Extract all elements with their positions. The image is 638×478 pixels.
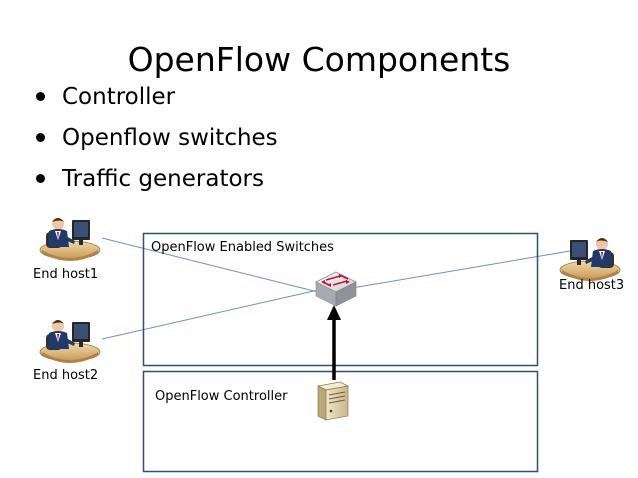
bullet-item: Controller bbox=[34, 80, 278, 121]
bullet-dot bbox=[36, 133, 45, 142]
host-label-2: End host2 bbox=[33, 368, 99, 383]
host-label-3: End host3 bbox=[559, 278, 625, 293]
bullet-item: Openflow switches bbox=[34, 121, 278, 162]
bullet-dot bbox=[36, 92, 45, 101]
bullet-item: Traffic generators bbox=[34, 162, 278, 203]
server-tower-icon bbox=[316, 381, 350, 421]
bullet-text: Openflow switches bbox=[62, 125, 278, 151]
user-at-computer-icon bbox=[39, 217, 101, 262]
bullet-dot bbox=[36, 174, 45, 183]
switches-box bbox=[142, 232, 539, 367]
network-switch-icon bbox=[315, 271, 357, 307]
user-at-computer-icon bbox=[559, 237, 621, 282]
bullet-list: Controller Openflow switches Traffic gen… bbox=[34, 80, 278, 203]
control-arrow-head bbox=[327, 305, 341, 320]
controller-box bbox=[142, 370, 539, 473]
link-host2-switch bbox=[101, 289, 319, 340]
bullet-text: Traffic generators bbox=[62, 166, 264, 192]
slide-title: OpenFlow Components bbox=[127, 40, 511, 79]
user-at-computer-icon bbox=[39, 319, 101, 364]
link-host3-switch bbox=[351, 250, 571, 289]
link-host1-switch bbox=[101, 237, 319, 293]
switches-box-label: OpenFlow Enabled Switches bbox=[151, 240, 334, 255]
host-label-1: End host1 bbox=[33, 267, 99, 282]
controller-box-label: OpenFlow Controller bbox=[155, 389, 288, 404]
bullet-text: Controller bbox=[62, 84, 176, 110]
